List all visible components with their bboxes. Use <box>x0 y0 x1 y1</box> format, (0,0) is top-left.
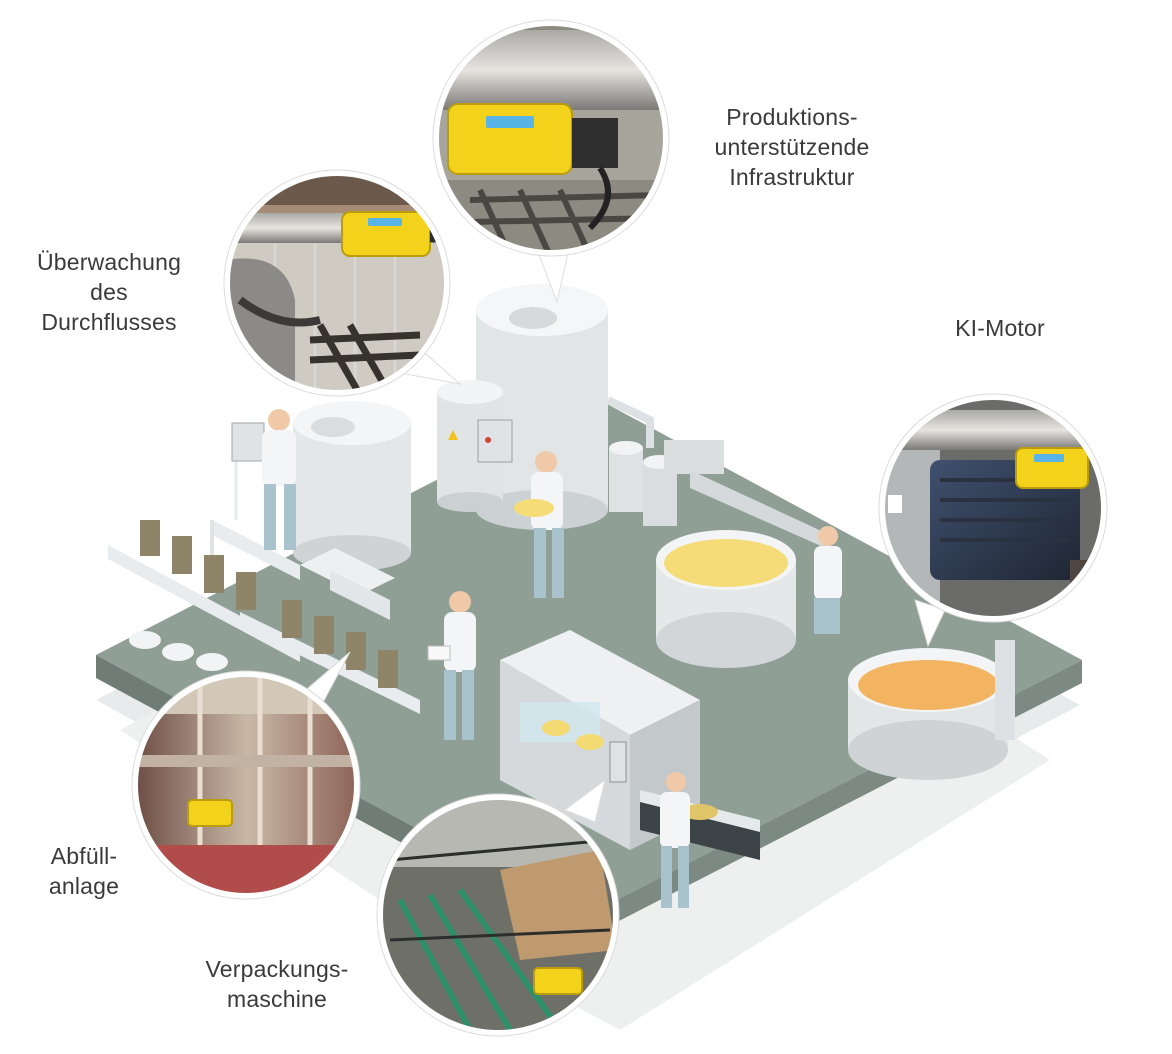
tank-right-pair <box>606 396 677 526</box>
label-ai-motor: KI-Motor <box>930 313 1070 343</box>
label-line: des <box>90 279 128 305</box>
motor-pointer <box>914 599 946 648</box>
label-flow-monitoring: Überwachung des Durchflusses <box>18 247 200 337</box>
tank-left <box>293 401 411 571</box>
filling-plant-photo <box>131 670 361 900</box>
label-line: Produktions- <box>726 104 858 130</box>
worker-clipboard <box>427 591 476 740</box>
packaging-sensor-icon <box>533 967 583 995</box>
label-filling-plant: Abfüll- anlage <box>24 841 144 901</box>
worker-packaging <box>660 772 690 908</box>
label-line: Infrastruktur <box>729 164 855 190</box>
packaging-machine-photo <box>376 793 620 1037</box>
label-packaging-machine: Verpackungs- maschine <box>182 954 372 1014</box>
label-line: KI-Motor <box>955 315 1045 341</box>
worker-carrying <box>514 451 564 598</box>
label-line: Durchflusses <box>41 309 177 335</box>
label-line: Abfüll- <box>50 843 118 869</box>
tank-small <box>437 380 513 512</box>
filling-sensor-icon <box>187 799 233 827</box>
label-line: Verpackungs- <box>205 956 349 982</box>
label-line: anlage <box>48 873 120 899</box>
infrastructure-sensor-icon <box>447 103 573 175</box>
pack-pointer <box>563 778 606 823</box>
ai-motor-photo <box>878 393 1108 623</box>
filling-station <box>108 520 420 714</box>
label-line: maschine <box>226 986 328 1012</box>
label-line: Überwachung <box>36 249 182 275</box>
worker-platform <box>262 409 296 550</box>
cheese-vat-yellow <box>656 440 830 668</box>
cheese-vat-orange <box>848 640 1015 780</box>
infrastructure-photo <box>432 19 670 257</box>
label-infrastructure: Produktions- unterstützende Infrastruktu… <box>688 102 896 192</box>
platform <box>210 422 395 620</box>
worker-vat <box>814 526 842 634</box>
label-line: unterstützende <box>714 134 870 160</box>
